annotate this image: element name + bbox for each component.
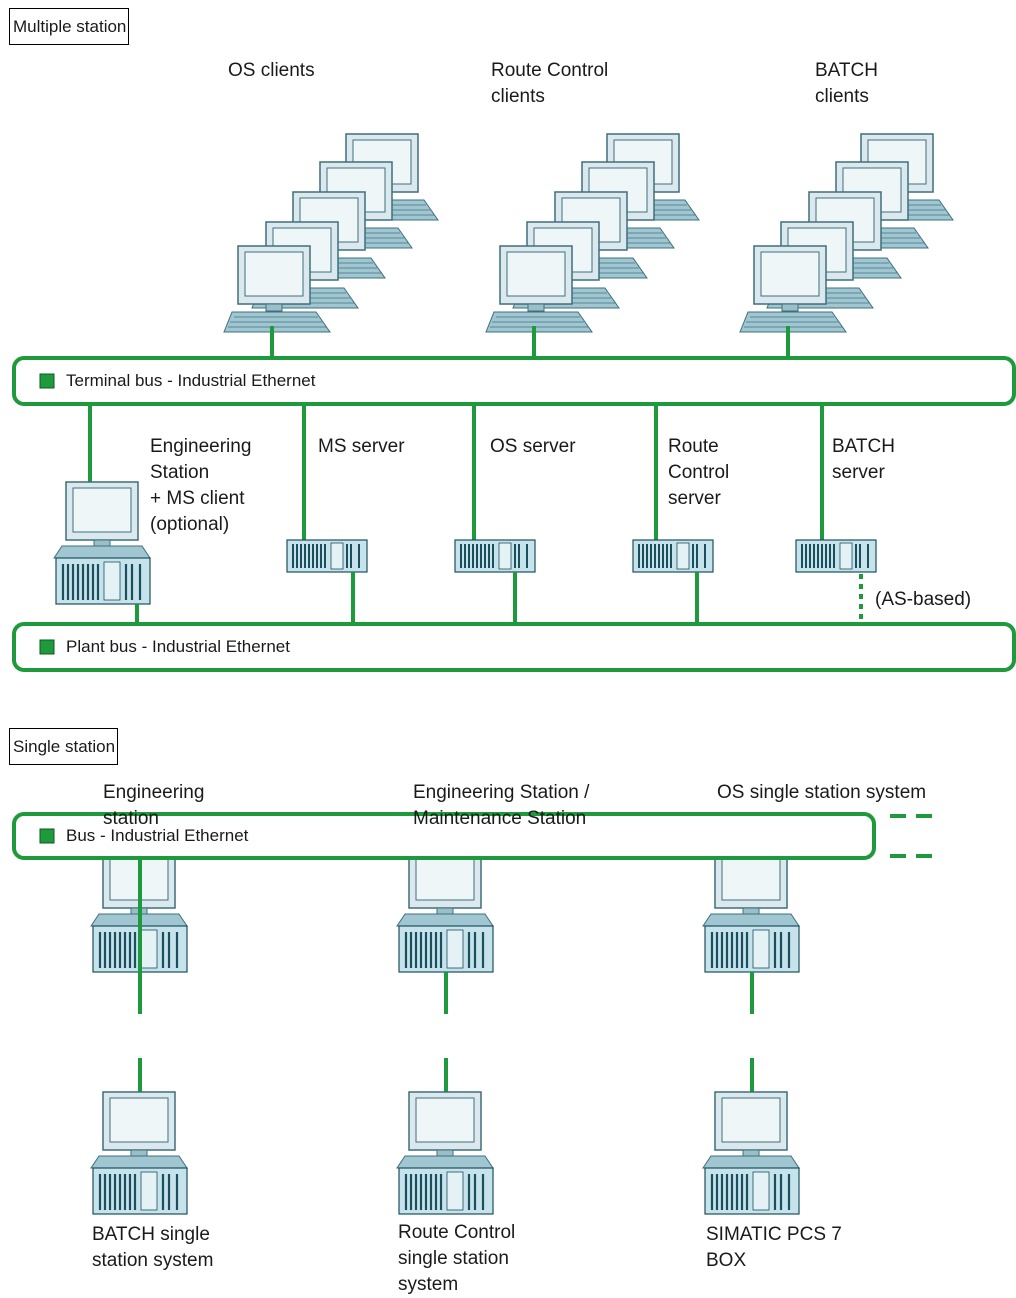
os-server-device [454, 539, 536, 573]
plant-bus-drop-lines [135, 572, 699, 624]
terminal-bus [12, 356, 1016, 406]
batch-server-label: BATCH server [832, 436, 895, 483]
single-bus [12, 812, 876, 860]
server-uplinks [88, 404, 824, 540]
single-bus-label: Bus - Industrial Ethernet [66, 826, 249, 845]
single-station-title: Single station [9, 728, 119, 765]
batch-clients-stack [740, 134, 953, 332]
batch-server-device [795, 539, 877, 573]
single-bottom-station-3 [701, 1090, 801, 1216]
single-bottom-station-1 [89, 1090, 189, 1216]
ms-server-device [286, 539, 368, 573]
plant-bus-marker [39, 639, 55, 655]
as-based-label: (AS-based) [875, 589, 972, 610]
terminal-bus-label: Terminal bus - Industrial Ethernet [66, 371, 316, 390]
os-server-label: OS server [490, 436, 576, 457]
single-bus-marker [39, 828, 55, 844]
single-bottom-label-3: SIMATIC PCS 7 BOX [706, 1224, 842, 1271]
single-top-label-2: Engineering Station / Maintenance Statio… [413, 782, 590, 829]
engineering-station-device [52, 480, 152, 606]
single-top-label-3: OS single station system [717, 782, 927, 803]
os-clients-stack [224, 134, 438, 332]
route-control-clients-stack [486, 134, 699, 332]
os-clients-label: OS clients [228, 60, 315, 81]
plant-bus [12, 622, 1016, 672]
single-top-station-3 [701, 848, 801, 974]
single-bottom-label-1: BATCH single station system [92, 1224, 214, 1271]
route-control-server-label: Route Control server [668, 436, 730, 509]
multiple-station-title: Multiple station [9, 8, 130, 45]
bus-continuation-dashes [890, 814, 940, 858]
single-bottom-station-2 [395, 1090, 495, 1216]
route-control-server-device [632, 539, 714, 573]
ms-server-label: MS server [318, 436, 405, 457]
terminal-bus-marker [39, 373, 55, 389]
plant-bus-label: Plant bus - Industrial Ethernet [66, 637, 290, 656]
engineering-station-label: Engineering Station + MS client (optiona… [150, 436, 252, 535]
single-bottom-label-2: Route Control single station system [398, 1222, 516, 1295]
batch-clients-label: BATCH clients [815, 60, 878, 107]
single-top-label-1: Engineering station [103, 782, 205, 829]
terminal-bus-drop-lines [270, 326, 790, 358]
single-top-station-2 [395, 848, 495, 974]
route-control-clients-label: Route Control clients [491, 60, 609, 107]
